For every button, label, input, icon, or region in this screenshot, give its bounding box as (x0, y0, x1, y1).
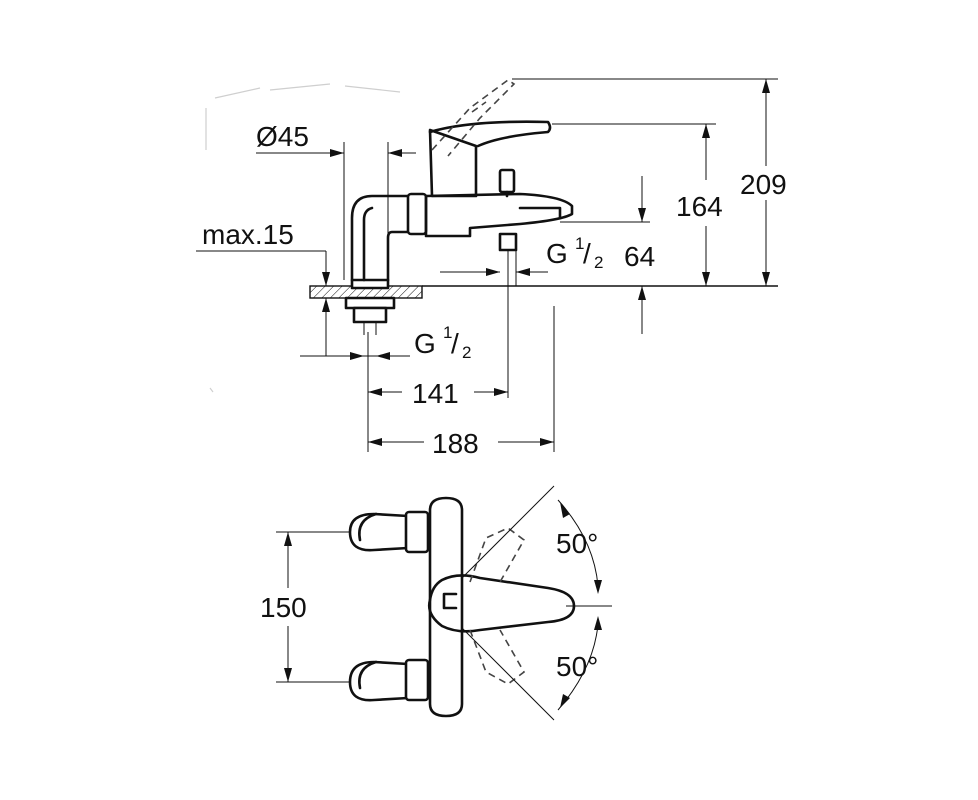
thread-bottom-den: 2 (462, 343, 471, 362)
inlet-bottom (348, 658, 430, 702)
lever-top (427, 574, 576, 633)
thread-dimension-right: G 1 / 2 (440, 234, 603, 286)
angle-upper: 50° (556, 528, 598, 559)
inlet-top (348, 510, 430, 554)
max-thickness-dimension: max.15 (196, 219, 360, 357)
thread-bottom-slash: / (451, 328, 459, 359)
mounting-connector (344, 278, 396, 335)
dim-150: 150 (260, 592, 307, 623)
dim-64: 64 (624, 241, 655, 272)
body-top (428, 496, 464, 718)
background-artifacts (205, 83, 401, 393)
thread-right-num: 1 (575, 234, 584, 253)
mixer-body (350, 120, 574, 282)
thread-bottom-g: G (414, 328, 436, 359)
top-view: 50° 50° 150 (260, 485, 612, 721)
height-164-dimension: 1 64 (552, 123, 723, 286)
side-view: Ø45 max.15 G 1 / 2 (196, 78, 787, 459)
lever-rotated-positions (469, 527, 526, 685)
diameter-dimension: Ø45 (256, 121, 416, 280)
dim-164: 164 (676, 191, 723, 222)
max-label: max.15 (202, 219, 294, 250)
angle-lower: 50° (556, 651, 598, 682)
thread-bottom-num: 1 (443, 323, 452, 342)
spacing-150-dimension: 150 (260, 531, 350, 683)
thread-right-slash: / (583, 238, 591, 269)
height-64-dimension: 64 (560, 176, 655, 334)
dim-188: 188 (432, 428, 479, 459)
thread-right-g: G (546, 238, 568, 269)
lever-raised-position (431, 79, 516, 157)
angle-arcs: 50° 50° (461, 485, 612, 721)
horizontal-dimensions: 141 188 (367, 250, 555, 459)
diameter-label: Ø45 (256, 121, 309, 152)
thread-dimension-bottom: G 1 / 2 (350, 323, 471, 362)
dim-209: 209 (740, 169, 787, 200)
thread-right-den: 2 (594, 253, 603, 272)
height-209-dimension: 209 (512, 78, 787, 286)
dim-141: 141 (412, 378, 459, 409)
